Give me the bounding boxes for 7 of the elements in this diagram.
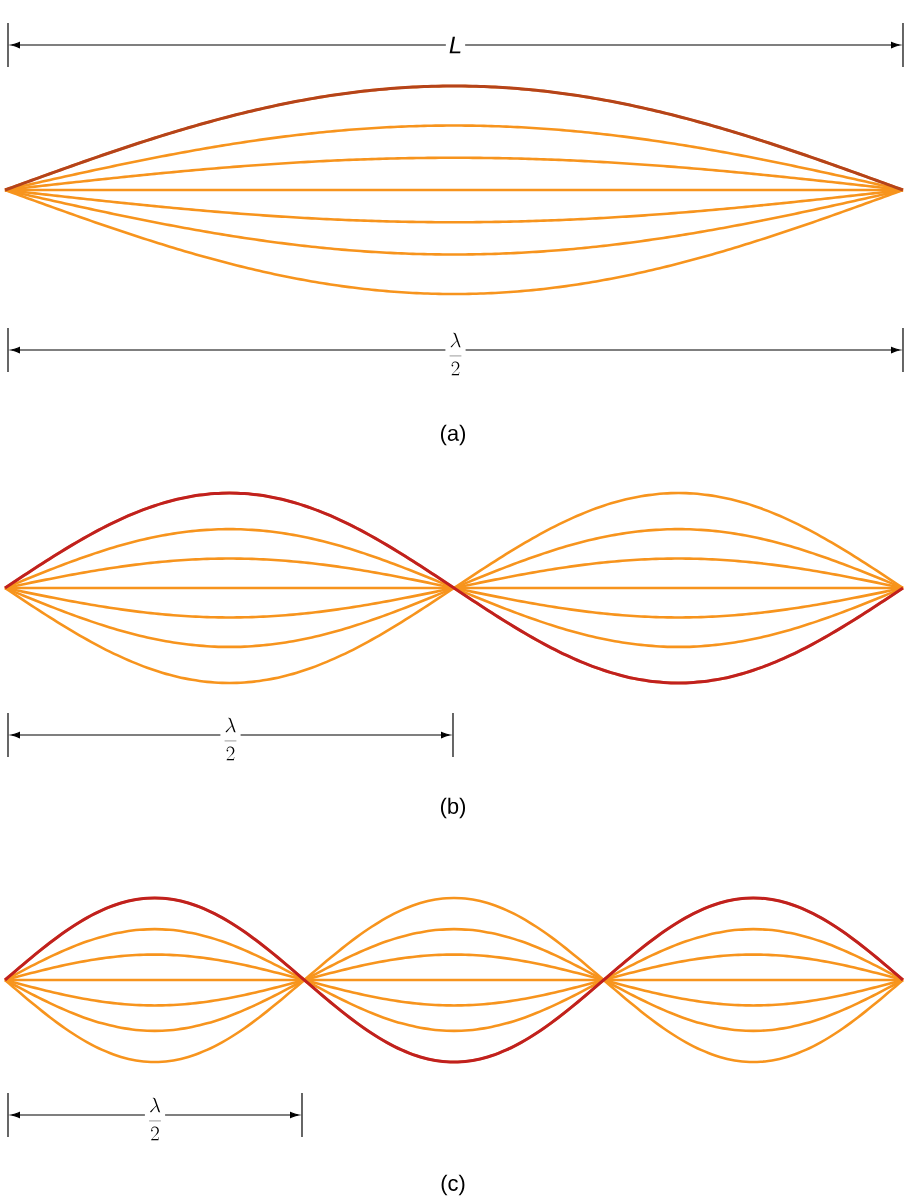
- panel-label: (c): [441, 1174, 465, 1196]
- dimension-label: $\frac{\lambda}{2}$: [220, 714, 241, 764]
- dimension-label: L: [445, 33, 466, 57]
- dimension-label: $\frac{\lambda}{2}$: [445, 329, 466, 379]
- panel-label: (b): [440, 797, 466, 819]
- panel-label: (a): [440, 424, 466, 446]
- dimension-label: $\frac{\lambda}{2}$: [144, 1094, 166, 1144]
